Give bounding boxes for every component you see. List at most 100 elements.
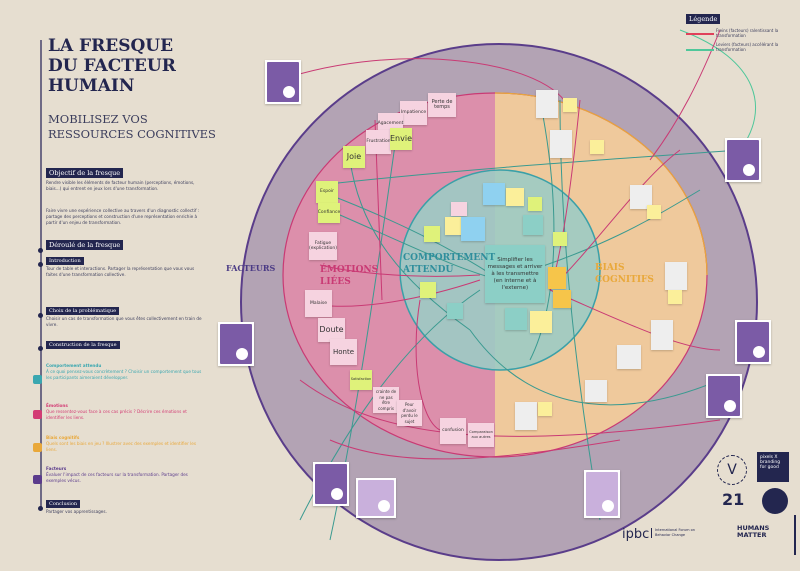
facteur-card[interactable] [218, 322, 254, 366]
note-emotion[interactable]: Doute [318, 318, 345, 342]
sticky-note[interactable] [420, 282, 436, 298]
facteur-card[interactable] [735, 320, 771, 364]
timeline-dot [38, 506, 43, 511]
sticky-note[interactable] [528, 197, 542, 211]
step-text: À ce quoi pensez-vous concrètement ? Cho… [46, 369, 202, 380]
note-emotion[interactable]: Fatigue (explication) [309, 232, 337, 260]
deroule-heading: Déroulé de la fresque [46, 240, 124, 250]
note-emotion[interactable]: Espoir [316, 181, 338, 203]
step-title: Émotions [46, 403, 68, 408]
step-text: Que ressentez-vous face à ces cas précis… [46, 409, 187, 420]
construction-heading: Construction de la fresque [46, 341, 120, 349]
v-logo: V [717, 455, 747, 485]
conclusion-text: Partager vos apprentissages. [46, 509, 107, 514]
levier-arrow-icon [686, 49, 714, 51]
facteur-card[interactable] [584, 470, 620, 518]
objectif-text-1: Rendre visible les éléments de facteur h… [46, 180, 195, 191]
legend-heading: Légende [686, 14, 721, 24]
note-emotion[interactable]: Confiance [318, 203, 340, 223]
sticky-note[interactable] [523, 215, 543, 235]
sticky-note[interactable] [451, 202, 467, 216]
legend-levier: Leviers (facteurs) accélérant la transfo… [716, 42, 779, 52]
ipbc-subtitle: International Forum on Behavior Change [651, 528, 696, 538]
sticky-note[interactable] [505, 308, 527, 330]
facteur-card[interactable] [265, 60, 301, 104]
objectif-text-2: Faire vivre une expérience collective au… [46, 208, 200, 225]
introduction-heading: Introduction [46, 257, 84, 265]
note-emotion[interactable]: Peur d'avoir perdu le sujet [397, 400, 422, 426]
humans-matter-logo: HUMANS MATTER [737, 524, 770, 539]
sticky-note[interactable] [538, 402, 552, 416]
timeline-dot [38, 346, 43, 351]
biais-card-icon [33, 443, 42, 452]
sticky-note[interactable] [665, 262, 687, 290]
step-title: Facteurs [46, 466, 67, 471]
sticky-note[interactable] [553, 290, 571, 308]
pixels-logo: pixels X branding for good [757, 452, 789, 482]
sticky-note[interactable] [630, 185, 652, 209]
facteur-card[interactable] [706, 374, 742, 418]
sticky-note[interactable] [515, 402, 537, 430]
poster-subtitle: MOBILISEZ VOS RESSOURCES COGNITIVES [48, 112, 216, 141]
note-emotion[interactable]: Perte de temps [428, 93, 456, 117]
sticky-note[interactable] [424, 226, 440, 242]
facteur-card[interactable] [356, 478, 396, 518]
facteurs-label: FACTEURS [226, 263, 276, 273]
timeline-dot [38, 313, 43, 318]
emotions-card-icon [33, 410, 42, 419]
sticky-note[interactable] [553, 232, 567, 246]
center-note[interactable]: Simplifier les messages et arriver à les… [485, 245, 545, 303]
note-emotion[interactable]: Malaise [305, 290, 332, 317]
comportement-card-icon [33, 375, 42, 384]
sticky-note[interactable] [445, 217, 463, 235]
facteur-card[interactable] [313, 462, 349, 506]
sticky-note[interactable] [530, 311, 552, 333]
note-emotion[interactable]: Impatience [400, 101, 427, 125]
sticky-note[interactable] [563, 98, 577, 112]
biais-label: BIAIS COGNITIFS [595, 263, 654, 285]
note-emotion[interactable]: Frustration [366, 130, 391, 154]
note-emotion[interactable]: confusion [440, 418, 466, 444]
note-emotion[interactable]: Envie [390, 128, 412, 150]
sticky-note[interactable] [548, 267, 566, 289]
facteur-card[interactable] [725, 138, 761, 182]
step-text: Quels sont les biais en jeu ? Illustrer … [46, 441, 197, 452]
sticky-note[interactable] [585, 380, 607, 402]
round-logo [762, 488, 788, 514]
timeline-line [40, 40, 42, 510]
sticky-note[interactable] [536, 90, 558, 118]
sticky-note[interactable] [590, 140, 604, 154]
choix-heading: Choix de la problématique [46, 307, 120, 315]
note-emotion[interactable]: crainte de ne pas être compris [373, 387, 399, 413]
poster-title: LA FRESQUE DU FACTEUR HUMAIN [48, 36, 176, 96]
step-text: Évaluer l'impact de ces facteurs sur la … [46, 472, 188, 483]
sticky-note[interactable] [651, 320, 673, 350]
sticky-note[interactable] [668, 290, 682, 304]
timeline-dot [38, 262, 43, 267]
step-title: Comportement attendu [46, 363, 102, 368]
sticky-note[interactable] [550, 130, 572, 158]
sticky-note[interactable] [447, 303, 463, 319]
sticky-note[interactable] [506, 188, 524, 206]
facteurs-card-icon [33, 475, 42, 484]
note-emotion[interactable]: Joie [343, 146, 365, 168]
frein-arrow-icon [686, 33, 714, 35]
objectif-heading: Objectif de la fresque [46, 168, 124, 178]
comportement-label: COMPORTEMENT ATTENDU [403, 253, 496, 275]
note-emotion[interactable]: Comparaison aux autres [468, 423, 494, 447]
sticky-note[interactable] [617, 345, 641, 369]
emotions-label: ÉMOTIONS LIÉES [320, 265, 379, 287]
note-emotion[interactable]: Honte [330, 339, 357, 365]
introduction-text: Tour de table et interactions. Partager … [46, 266, 195, 277]
divider [794, 515, 796, 555]
sticky-note[interactable] [461, 217, 485, 241]
note-emotion[interactable]: Satisfaction [350, 370, 372, 390]
sticky-note[interactable] [483, 183, 505, 205]
ipbc-logo: ipbc [622, 527, 650, 542]
twentyone-logo: 21 [722, 490, 745, 509]
sticky-note[interactable] [647, 205, 661, 219]
choix-text: Choisir un cas de transformation que vou… [46, 316, 202, 327]
legend-frein: Freins (facteurs) ralentissant la transf… [716, 28, 779, 38]
timeline-dot [38, 248, 43, 253]
step-title: Biais cognitifs [46, 435, 80, 440]
